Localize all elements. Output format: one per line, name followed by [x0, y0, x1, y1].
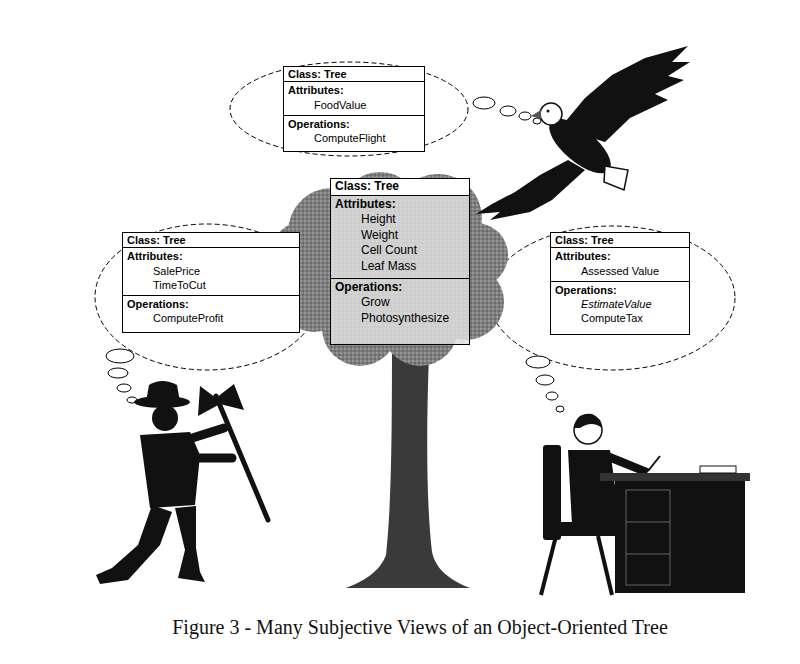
- class-compartment: Operations:ComputeFlight: [284, 115, 424, 151]
- compartment-heading: Operations:: [551, 283, 689, 297]
- desk-drawer: [626, 522, 670, 523]
- eagle-eye: [547, 110, 550, 113]
- eagle-beak: [531, 110, 541, 119]
- member-name: FoodValue: [284, 98, 424, 112]
- member-name: Height: [331, 212, 469, 228]
- class-name: Class: Tree: [551, 233, 689, 247]
- compartment-heading: Operations:: [284, 117, 424, 131]
- class-name: Class: Tree: [284, 67, 424, 81]
- assessor-figure: [541, 414, 750, 595]
- lumberjack-figure: [96, 381, 268, 584]
- class-compartment: Attributes:FoodValue: [284, 81, 424, 115]
- member-name: Leaf Mass: [331, 259, 469, 275]
- thought-bubble: [526, 356, 550, 368]
- hat-crown: [146, 381, 180, 402]
- class-compartment: Operations:ComputeProfit: [123, 295, 299, 332]
- thought-bubble: [108, 368, 128, 378]
- class-compartment: Attributes:SalePriceTimeToCut: [123, 247, 299, 295]
- class-compartment: Operations:EstimateValueComputeTax: [551, 281, 689, 334]
- class-box: Class: TreeAttributes:FoodValueOperation…: [283, 66, 425, 152]
- class-name: Class: Tree: [331, 179, 469, 195]
- compartment-heading: Attributes:: [551, 249, 689, 263]
- desk-drawer: [626, 554, 670, 555]
- thought-ellipse: [230, 62, 468, 156]
- thought-bubble: [473, 97, 495, 109]
- thought-bubble: [500, 106, 516, 116]
- axe-head: [198, 384, 244, 416]
- thought-bubble: [536, 375, 554, 385]
- thought-ellipse: [95, 224, 319, 370]
- figure-caption: Figure 3 - Many Subjective Views of an O…: [40, 616, 800, 639]
- member-name: ComputeProfit: [123, 311, 299, 325]
- desk-paper: [700, 466, 736, 473]
- class-box: Class: TreeAttributes:SalePriceTimeToCut…: [122, 232, 300, 333]
- man-hair: [574, 414, 602, 428]
- compartment-heading: Attributes:: [123, 249, 299, 263]
- tree-trunk: [346, 330, 470, 588]
- class-compartment: Operations:GrowPhotosynthesize: [331, 278, 469, 344]
- pen: [648, 456, 660, 471]
- member-name: Assessed Value: [551, 264, 689, 278]
- tree-canopy: [272, 172, 508, 366]
- chair-leg: [598, 536, 612, 595]
- thought-bubble: [546, 392, 558, 400]
- class-box: Class: TreeAttributes:HeightWeightCell C…: [330, 178, 470, 345]
- tree-figure: [272, 172, 508, 588]
- torso: [140, 432, 200, 508]
- compartment-heading: Operations:: [123, 297, 299, 311]
- eagle-figure: [476, 46, 690, 220]
- thought-bubble: [106, 349, 134, 363]
- thought-bubble: [556, 406, 564, 412]
- desk-top: [600, 473, 750, 481]
- class-name: Class: Tree: [123, 233, 299, 247]
- member-name: Cell Count: [331, 243, 469, 259]
- leg: [175, 506, 205, 582]
- class-compartment: Attributes:Assessed Value: [551, 247, 689, 281]
- class-compartment: Attributes:HeightWeightCell CountLeaf Ma…: [331, 195, 469, 278]
- eagle-tail: [604, 166, 628, 190]
- thought-bubble: [117, 384, 131, 392]
- member-name: SalePrice: [123, 264, 299, 278]
- desk-body: [615, 481, 745, 593]
- member-name: ComputeFlight: [284, 131, 424, 145]
- class-box: Class: TreeAttributes:Assessed ValueOper…: [550, 232, 690, 335]
- member-name: Weight: [331, 228, 469, 244]
- arm: [186, 428, 224, 440]
- arm: [184, 454, 232, 463]
- compartment-heading: Operations:: [331, 280, 469, 296]
- member-name: ComputeTax: [551, 311, 689, 325]
- man-arm: [600, 451, 650, 476]
- member-name: Grow: [331, 295, 469, 311]
- member-name: TimeToCut: [123, 278, 299, 292]
- eagle-head: [540, 103, 562, 125]
- compartment-heading: Attributes:: [284, 83, 424, 97]
- chair-leg: [541, 536, 556, 595]
- member-name: EstimateValue: [551, 297, 689, 311]
- thought-bubble: [533, 118, 541, 124]
- eagle-wing: [476, 160, 585, 220]
- thought-ellipse: [489, 226, 735, 370]
- desk-drawer: [626, 490, 670, 585]
- member-name: Photosynthesize: [331, 311, 469, 327]
- compartment-heading: Attributes:: [331, 197, 469, 213]
- thought-bubble: [519, 112, 531, 120]
- leg: [96, 505, 172, 584]
- head: [152, 405, 178, 431]
